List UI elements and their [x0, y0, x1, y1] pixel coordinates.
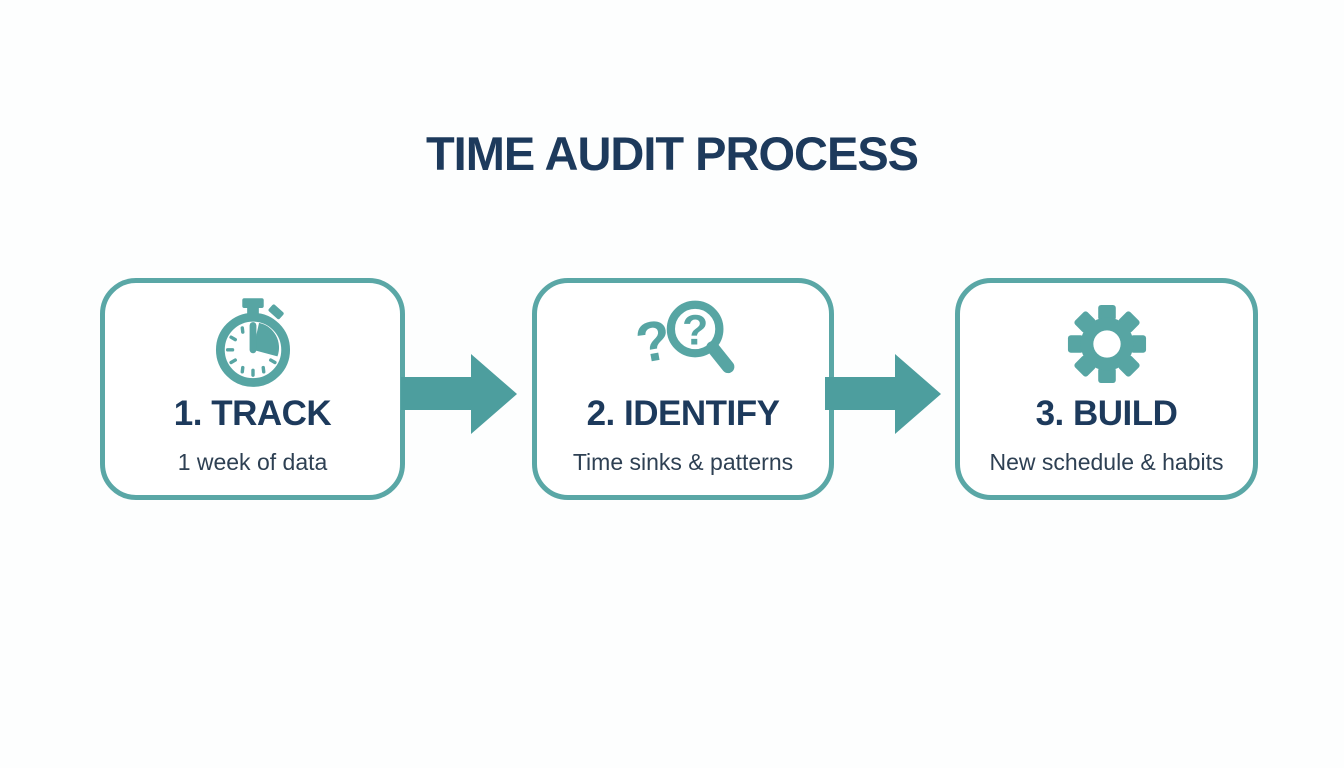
question-mark-icon: ?	[682, 306, 708, 354]
step-heading: 1. TRACK	[173, 394, 332, 433]
step-card-build: 3. BUILD New schedule & habits	[955, 278, 1258, 500]
stopwatch-icon	[215, 295, 291, 393]
gear-icon	[1066, 295, 1148, 393]
arrow-right-icon	[825, 354, 941, 434]
step-heading: 3. BUILD	[1035, 394, 1178, 433]
step-subtitle: New schedule & habits	[989, 449, 1224, 475]
step-subtitle: 1 week of data	[177, 449, 328, 475]
question-mark-icon: ?	[631, 307, 676, 375]
step-card-track: 1. TRACK 1 week of data	[100, 278, 405, 500]
step-subtitle: Time sinks & patterns	[572, 449, 794, 475]
arrow-right-icon	[401, 354, 517, 434]
step-heading: 2. IDENTIFY	[586, 394, 780, 433]
page-title: TIME AUDIT PROCESS	[425, 127, 919, 180]
magnifier-question-icon: ? ?	[627, 295, 739, 393]
step-card-identify: ? ? 2. IDENTIFY Time sinks & patterns	[532, 278, 834, 500]
